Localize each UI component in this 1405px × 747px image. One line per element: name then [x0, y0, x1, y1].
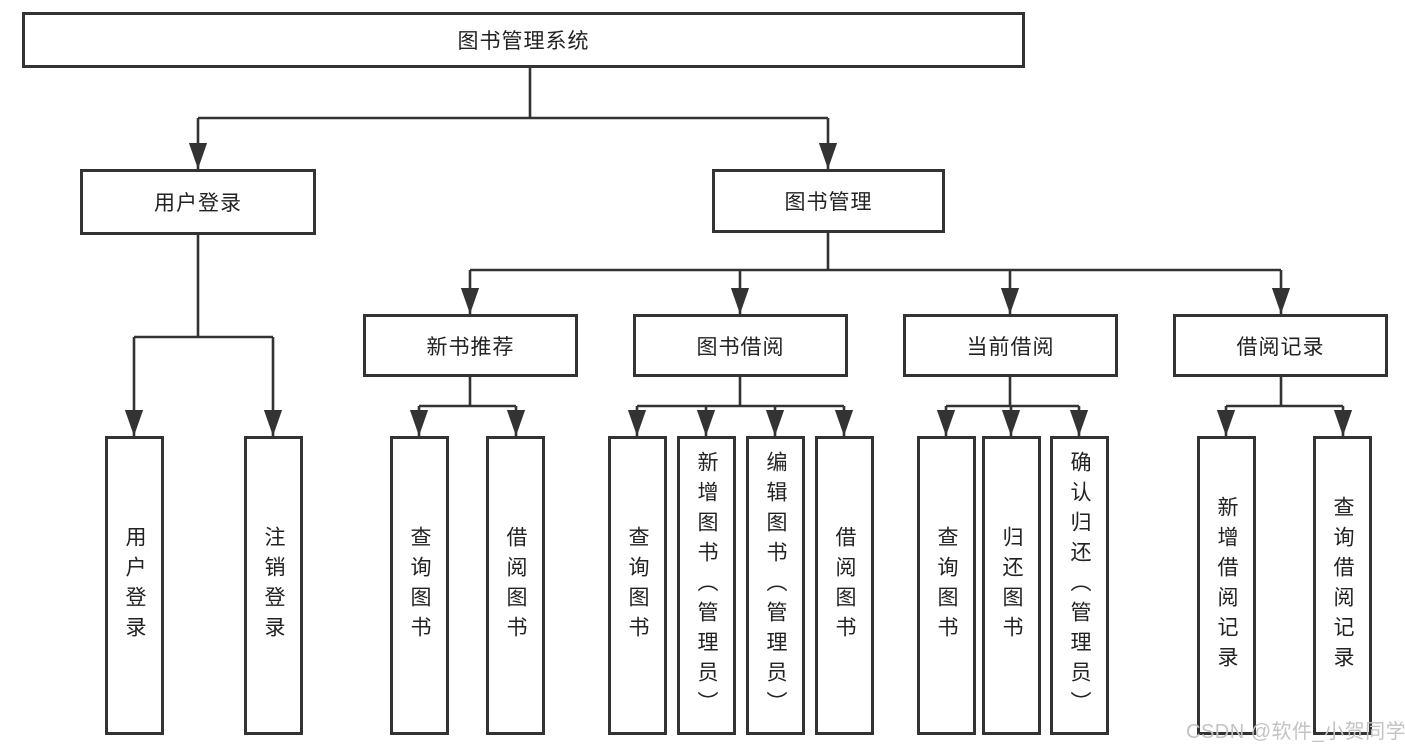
leaf-query-books-newbook: 查询图书	[390, 436, 449, 735]
node-label: 图书管理系统	[457, 30, 590, 53]
node-label: 用户登录	[154, 192, 242, 215]
leaf-query-borrow-record: 查询借阅记录	[1313, 436, 1372, 735]
node-label: 图书管理	[784, 191, 873, 214]
leaf-label: 查询图书	[626, 525, 649, 646]
node-user-login: 用户登录	[80, 169, 316, 235]
leaf-label: 编辑图书（管理员）	[764, 450, 787, 721]
leaf-label: 归还图书	[1000, 525, 1023, 646]
node-library-management-system: 图书管理系统	[22, 12, 1025, 68]
leaf-return-books: 归还图书	[982, 436, 1041, 735]
node-borrowing-records: 借阅记录	[1173, 314, 1388, 377]
leaf-query-books-current: 查询图书	[917, 436, 976, 735]
leaf-logout-login: 注销登录	[244, 436, 303, 735]
leaf-borrow-books-newbook: 借阅图书	[486, 436, 545, 735]
node-new-book-recommendation: 新书推荐	[363, 314, 578, 377]
node-book-management: 图书管理	[712, 169, 945, 233]
leaf-label: 查询图书	[935, 525, 958, 646]
node-label: 借阅记录	[1236, 335, 1325, 359]
node-current-borrowing: 当前借阅	[903, 314, 1118, 377]
leaf-add-borrow-record: 新增借阅记录	[1197, 436, 1256, 735]
leaf-add-books-admin: 新增图书（管理员）	[677, 436, 736, 735]
watermark-text: CSDN @软件_小贺同学	[1186, 721, 1405, 743]
leaf-label: 借阅图书	[833, 525, 856, 646]
leaf-borrow-books: 借阅图书	[815, 436, 874, 735]
leaf-label: 新增借阅记录	[1215, 495, 1238, 676]
leaf-label: 借阅图书	[504, 525, 527, 646]
leaf-query-books-borrowing: 查询图书	[608, 436, 667, 735]
leaf-edit-books-admin: 编辑图书（管理员）	[746, 436, 805, 735]
node-label: 当前借阅	[966, 335, 1055, 359]
leaf-label: 查询借阅记录	[1331, 495, 1354, 676]
leaf-user-login: 用户登录	[105, 436, 164, 735]
leaf-label: 确认归还（管理员）	[1068, 450, 1091, 721]
leaf-label: 注销登录	[262, 525, 285, 646]
leaf-label: 用户登录	[123, 525, 146, 646]
node-label: 图书借阅	[696, 335, 785, 359]
node-label: 新书推荐	[426, 335, 515, 359]
leaf-confirm-return-admin: 确认归还（管理员）	[1050, 436, 1109, 735]
leaf-label: 新增图书（管理员）	[695, 450, 718, 721]
node-book-borrowing: 图书借阅	[633, 314, 848, 377]
leaf-label: 查询图书	[408, 525, 431, 646]
